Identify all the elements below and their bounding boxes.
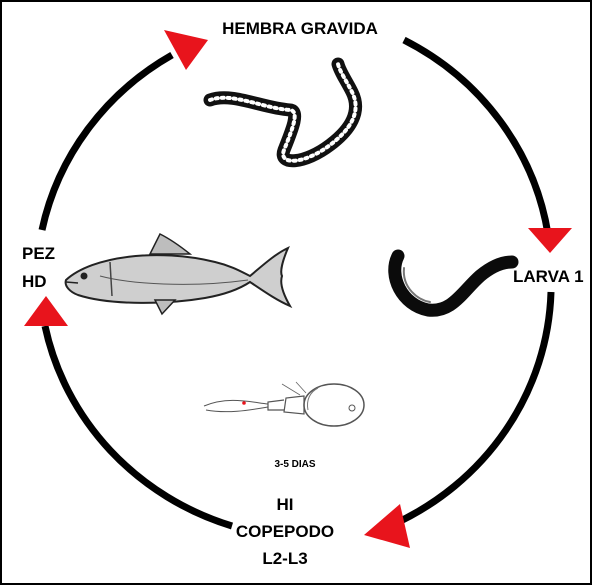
stage-label-copepodo-line2: COPEPODO [220,518,350,545]
arc-left-top [42,55,172,230]
stage-label-larva: LARVA 1 [513,266,584,287]
stage-label-copepodo: HI COPEPODO L2-L3 [220,491,350,572]
arrow-head-right [528,228,572,253]
stage-label-hembra-gravida: HEMBRA GRAVIDA [150,18,450,39]
stage-label-pez-line2: HD [22,268,55,296]
worm-adult-icon [210,64,356,161]
stage-label-pez: PEZ HD [22,240,55,296]
copepod-icon [204,382,364,426]
arrow-head-left [24,296,68,326]
arc-top-right [404,40,548,234]
duration-note: 3-5 DIAS [240,458,350,472]
arc-bottom-left [45,326,232,526]
larva-icon [395,256,512,310]
stage-label-copepodo-line3: L2-L3 [220,545,350,572]
fish-icon [66,234,290,314]
stage-label-pez-line1: PEZ [22,240,55,268]
arc-right-bottom [392,292,551,525]
stage-label-copepodo-line1: HI [220,491,350,518]
arrow-head-bottom [364,504,410,548]
